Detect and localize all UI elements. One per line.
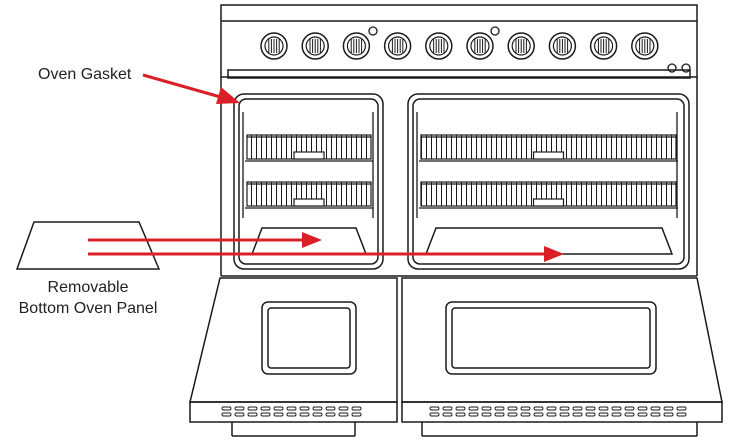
removable-panel-icon: [15, 221, 161, 270]
knob-icon: [507, 32, 535, 60]
knob-icon: [342, 32, 371, 60]
oven-racks: [242, 112, 678, 218]
control-panel-outline: [220, 4, 698, 78]
knob-icon: [589, 32, 618, 60]
oven-rack: [419, 134, 678, 162]
panel-arrow-left-head: [302, 232, 322, 248]
gasket-arrow-line: [142, 73, 225, 100]
panel-trim: [227, 69, 691, 79]
indicator-light-icon: [681, 63, 691, 73]
oven-gasket-label: Oven Gasket: [38, 66, 132, 83]
gasket-arrowhead: [216, 87, 240, 104]
knob-icon: [425, 32, 453, 60]
knob-icon: [548, 32, 577, 60]
indicator-lights: [368, 26, 691, 73]
knob-row: [260, 32, 659, 60]
range-body: [220, 4, 698, 277]
knob-icon: [301, 32, 329, 60]
removable-panel-label: Removable Bottom Oven Panel: [0, 277, 176, 319]
right-bottom-panel: [424, 227, 674, 255]
knob-icon: [466, 32, 494, 60]
right-door: [401, 277, 723, 403]
right-oven: [407, 93, 690, 270]
left-door-base: [189, 401, 398, 423]
oven-rack: [245, 134, 373, 162]
left-door-window: [261, 301, 357, 375]
indicator-light-icon: [368, 26, 378, 36]
right-door-base: [401, 401, 723, 423]
oven-rack: [245, 181, 373, 209]
indicator-light-icon: [490, 26, 500, 36]
right-door-window: [445, 301, 657, 375]
knob-icon: [383, 32, 412, 60]
left-oven-cavity: [238, 98, 379, 265]
knob-icon: [260, 32, 288, 60]
oven-doors: [189, 277, 723, 437]
left-oven-gasket: [233, 93, 384, 270]
oven-rack: [419, 181, 678, 209]
panel-arrow-right-head: [544, 246, 564, 262]
right-oven-gasket: [407, 93, 690, 270]
door-vents: [221, 406, 687, 417]
removable-panel-label-line2: Bottom Oven Panel: [18, 300, 158, 317]
removable-panel-label-line1: Removable: [47, 279, 129, 296]
knob-icon: [631, 32, 659, 60]
callout-arrows: [88, 73, 564, 262]
right-oven-cavity: [412, 98, 685, 265]
left-door: [189, 277, 398, 403]
indicator-light-icon: [667, 63, 677, 73]
